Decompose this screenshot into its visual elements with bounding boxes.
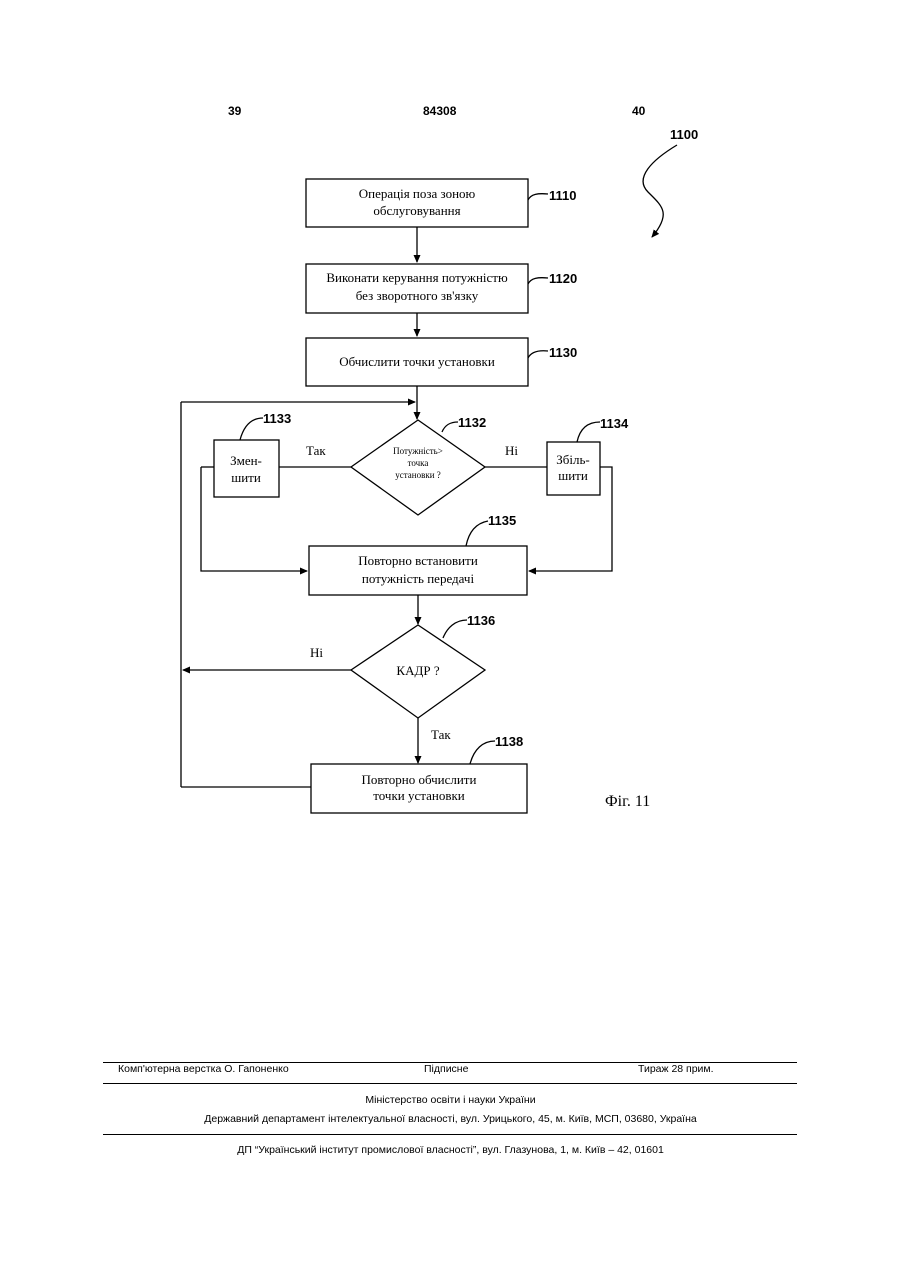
block-1110-line1: Операція поза зоною — [359, 186, 476, 201]
block-1120-line1: Виконати керування потужністю — [326, 270, 508, 285]
leader-1136 — [443, 620, 467, 638]
leader-1133 — [240, 418, 263, 440]
leader-1134 — [577, 422, 600, 442]
leader-1135 — [466, 521, 488, 546]
footer-institute: ДП “Український інститут промислової вла… — [0, 1144, 901, 1156]
block-1130-line1: Обчислити точки установки — [339, 354, 495, 369]
decision-1136-line1: КАДР ? — [396, 663, 439, 678]
block-1120-line2: без зворотного зв'язку — [356, 288, 479, 303]
ref-1134: 1134 — [600, 416, 629, 431]
block-1134-line2: шити — [558, 468, 588, 483]
ref-1135: 1135 — [488, 513, 516, 528]
block-1138-line1: Повторно обчислити — [362, 772, 477, 787]
figure-pointer-arrow — [643, 145, 677, 237]
block-1133-line2: шити — [231, 470, 261, 485]
decision-1132-line2: точка — [408, 458, 429, 468]
label-1132-no: Ні — [505, 443, 518, 458]
footer-layout: Комп'ютерна верстка О. Гапоненко — [118, 1063, 289, 1075]
ref-1132: 1132 — [458, 415, 486, 430]
ref-1120: 1120 — [549, 271, 577, 286]
leader-1110 — [528, 194, 548, 200]
leader-1138 — [470, 741, 495, 764]
block-1133 — [214, 440, 279, 497]
block-1133-line1: Змен- — [230, 453, 262, 468]
block-1135-line1: Повторно встановити — [358, 553, 478, 568]
footer-circulation: Тираж 28 прим. — [638, 1063, 714, 1075]
block-1110-line2: обслуговування — [373, 203, 460, 218]
footer-signed: Підписне — [424, 1063, 468, 1075]
decision-1132-line3: установки ? — [395, 470, 441, 480]
ref-1130: 1130 — [549, 345, 577, 360]
footer-department: Державний департамент інтелектуальної вл… — [0, 1113, 901, 1125]
block-1138-line2: точки установки — [373, 788, 465, 803]
figure-caption: Фіг. 11 — [605, 793, 650, 810]
ref-1136: 1136 — [467, 613, 495, 628]
footer-rule-2 — [103, 1083, 797, 1084]
ref-1138: 1138 — [495, 734, 523, 749]
label-1132-yes: Так — [306, 443, 326, 458]
leader-1132 — [442, 422, 458, 432]
leader-1120 — [528, 278, 548, 284]
label-1136-no: Ні — [310, 645, 323, 660]
footer-ministry: Міністерство освіти і науки України — [0, 1094, 901, 1106]
figure-number: 1100 — [670, 127, 698, 142]
decision-1132-line1: Потужність> — [393, 446, 443, 456]
block-1134-line1: Збіль- — [556, 452, 589, 467]
block-1135-line2: потужність передачі — [362, 571, 475, 586]
ref-1133: 1133 — [263, 411, 291, 426]
footer-rule-3 — [103, 1134, 797, 1135]
label-1136-yes: Так — [431, 727, 451, 742]
leader-1130 — [528, 351, 548, 358]
ref-1110: 1110 — [549, 188, 577, 203]
